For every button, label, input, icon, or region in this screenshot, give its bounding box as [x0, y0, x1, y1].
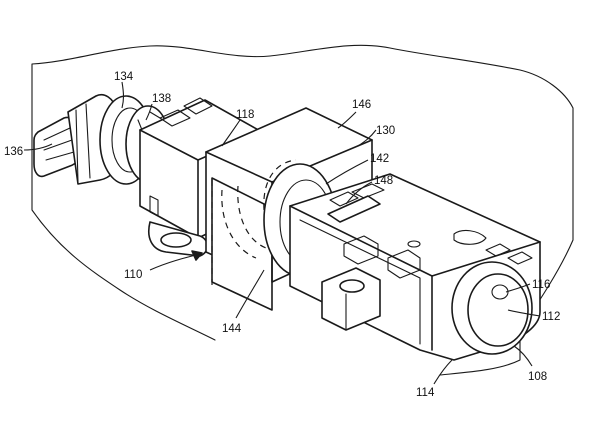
label-116: 116 [532, 279, 550, 291]
label-146: 146 [352, 99, 371, 111]
leader-lines [23, 81, 541, 385]
label-138: 138 [152, 93, 171, 105]
label-134: 134 [114, 71, 134, 83]
label-136: 136 [4, 146, 23, 158]
collar-ring [99, 95, 171, 185]
label-144: 144 [222, 323, 242, 335]
label-114: 114 [416, 387, 435, 399]
label-112: 112 [542, 311, 560, 323]
label-108: 108 [528, 371, 547, 383]
side-latch [321, 267, 381, 331]
label-142: 142 [370, 153, 389, 165]
arrow-110 [149, 250, 203, 271]
label-110: 110 [124, 269, 142, 281]
reference-labels: 134 138 136 118 146 130 142 148 110 144 … [4, 71, 560, 399]
label-130: 130 [376, 125, 395, 137]
enclosure-outline [31, 44, 574, 376]
label-118: 118 [236, 109, 254, 121]
label-148: 148 [374, 175, 393, 187]
receptacle-opening [451, 261, 533, 355]
